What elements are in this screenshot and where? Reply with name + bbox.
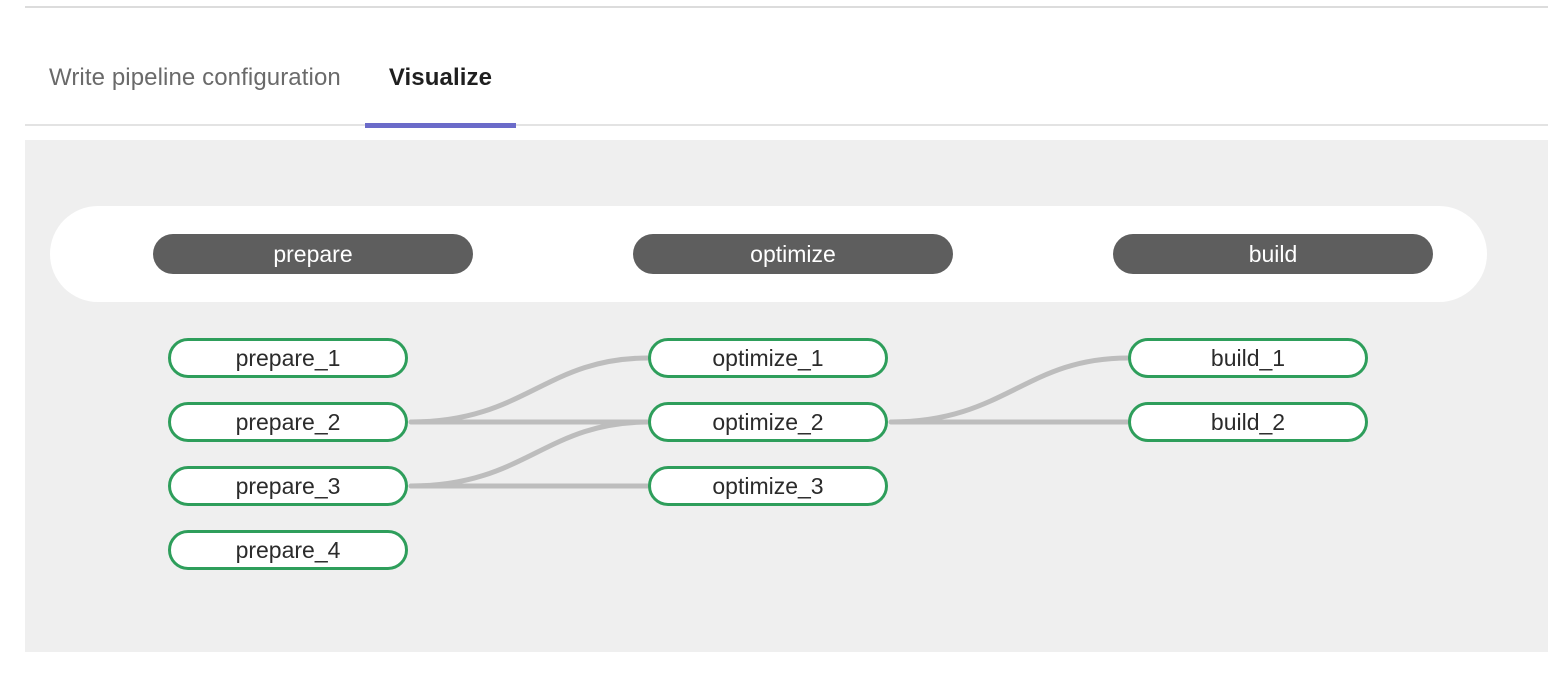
pipeline-graph-canvas: prepare optimize build prepare_1 prepare… xyxy=(25,140,1548,652)
job-node-build_1[interactable]: build_1 xyxy=(1128,338,1368,378)
edge-prepare_2-optimize_1 xyxy=(408,355,651,425)
job-node-optimize_3[interactable]: optimize_3 xyxy=(648,466,888,506)
job-node-prepare_2[interactable]: prepare_2 xyxy=(168,402,408,442)
job-node-prepare_4[interactable]: prepare_4 xyxy=(168,530,408,570)
top-divider xyxy=(25,6,1548,8)
stage-header-bar: prepare optimize build xyxy=(50,206,1487,302)
edge-prepare_3-optimize_2 xyxy=(408,419,651,489)
job-node-prepare_3[interactable]: prepare_3 xyxy=(168,466,408,506)
tab-strip: Write pipeline configuration Visualize xyxy=(25,30,1548,128)
job-node-build_2[interactable]: build_2 xyxy=(1128,402,1368,442)
stage-pill-prepare[interactable]: prepare xyxy=(153,234,473,274)
job-node-optimize_2[interactable]: optimize_2 xyxy=(648,402,888,442)
edge-optimize_2-build_1 xyxy=(888,355,1131,425)
stage-pill-optimize[interactable]: optimize xyxy=(633,234,953,274)
stage-pill-build[interactable]: build xyxy=(1113,234,1433,274)
tab-write-pipeline-configuration[interactable]: Write pipeline configuration xyxy=(25,30,365,126)
job-node-prepare_1[interactable]: prepare_1 xyxy=(168,338,408,378)
job-node-optimize_1[interactable]: optimize_1 xyxy=(648,338,888,378)
tab-visualize[interactable]: Visualize xyxy=(364,30,517,128)
